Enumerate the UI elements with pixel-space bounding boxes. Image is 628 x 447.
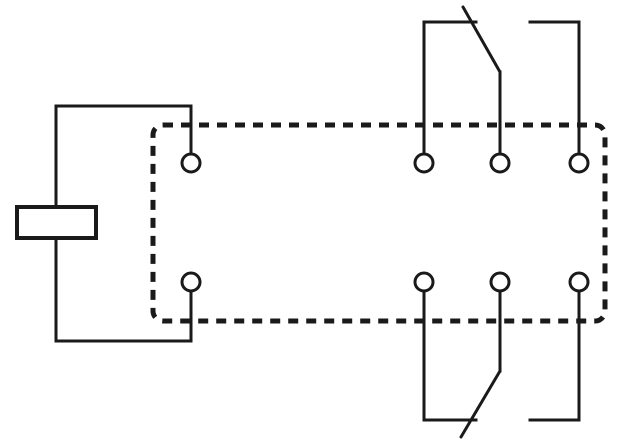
relay-housing xyxy=(150,122,608,324)
terminal-coil-top xyxy=(180,152,202,174)
contact-pole-top xyxy=(422,5,581,155)
coil-symbol xyxy=(15,205,98,240)
coil-circuit xyxy=(15,104,193,343)
terminal-coil-bottom xyxy=(180,271,202,293)
no-lead-bottom xyxy=(528,290,581,422)
contact-pole-bottom xyxy=(422,290,581,439)
terminal-no-bottom xyxy=(568,271,590,293)
coil-lead-bottom xyxy=(54,235,193,343)
nc-lead-top xyxy=(422,20,478,155)
no-lead-top xyxy=(528,20,581,155)
coil-lead-top xyxy=(54,104,193,210)
terminal-nc-top xyxy=(413,152,435,174)
terminal-no-top xyxy=(568,152,590,174)
switch-blade-bottom xyxy=(459,369,502,439)
terminal-nc-bottom xyxy=(413,271,435,293)
nc-lead-bottom xyxy=(422,290,478,422)
switch-blade-top xyxy=(461,5,502,74)
terminal-common-top xyxy=(489,152,511,174)
terminal-common-bottom xyxy=(489,271,511,293)
terminals xyxy=(180,152,590,293)
